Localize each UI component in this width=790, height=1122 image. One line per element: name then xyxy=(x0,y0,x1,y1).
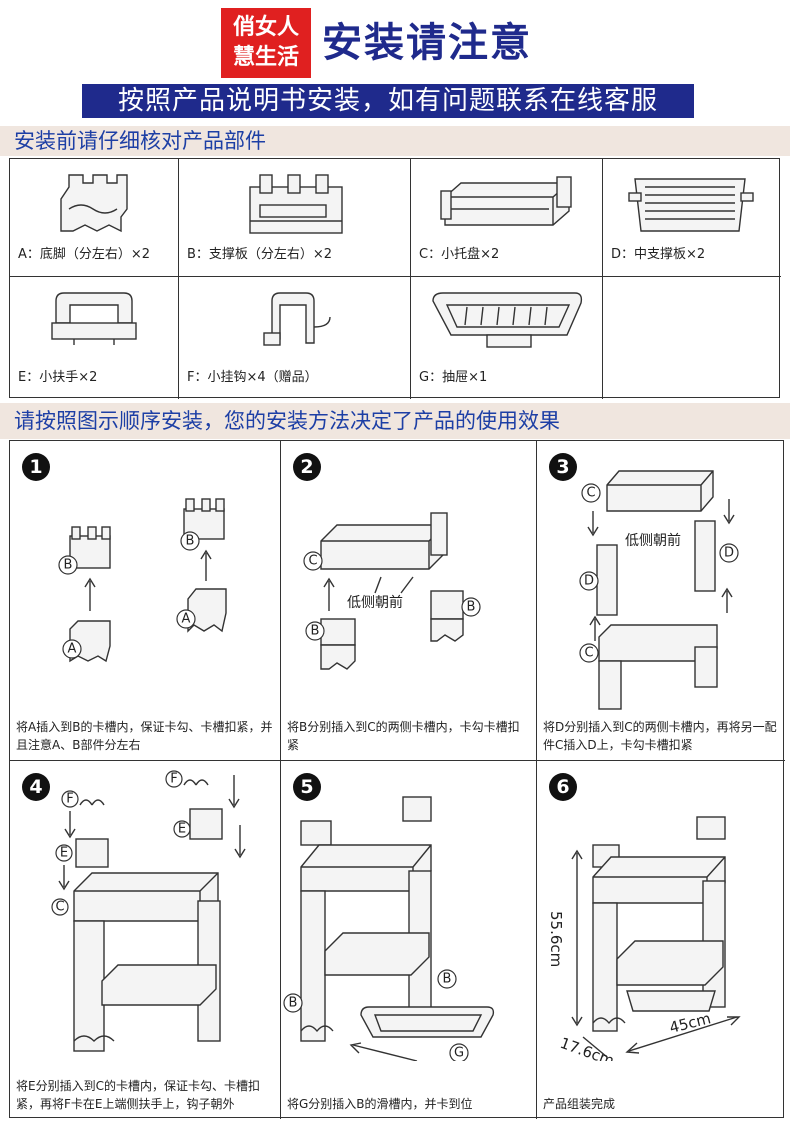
part-f: F：小挂钩×4（赠品） xyxy=(179,277,411,399)
step-6-number: 6 xyxy=(549,773,577,801)
step-4-label-f1: F xyxy=(66,792,73,807)
part-a-icon xyxy=(60,174,128,233)
instruction-banner: 按照产品说明书安装，如有问题联系在线客服 xyxy=(82,84,694,118)
step-3-label-d1: D xyxy=(584,574,594,589)
part-d-label: D：中支撑板×2 xyxy=(611,247,706,262)
step-1-label-b1: B xyxy=(64,558,73,573)
part-b-label: B：支撑板（分左右）×2 xyxy=(187,247,333,262)
step-2-label-c: C xyxy=(308,554,317,569)
step-6-dim-width: 45cm xyxy=(668,1009,713,1037)
brand-line-1: 俏女人 xyxy=(232,15,299,40)
part-f-label: F：小挂钩×4（赠品） xyxy=(187,370,318,385)
step-3-description: 将D分别插入到C的两侧卡槽内，再将另一配件C插入D上，卡勾卡槽扣紧 xyxy=(543,720,777,752)
step-5-description: 将G分别插入B的滑槽内，并卡到位 xyxy=(287,1097,473,1111)
step-2-label-b2: B xyxy=(467,600,476,615)
step-6-description: 产品组装完成 xyxy=(543,1097,616,1111)
part-e-label: E：小扶手×2 xyxy=(18,370,98,385)
step-5-label-b2: B xyxy=(443,972,452,987)
step-6-dim-depth: 17.6cm xyxy=(558,1034,617,1061)
part-g-icon xyxy=(431,292,582,348)
part-e-icon xyxy=(51,292,137,345)
part-g-label: G：抽屉×1 xyxy=(419,370,488,385)
part-d-icon xyxy=(628,178,754,232)
step-5-label-g: G xyxy=(454,1046,464,1061)
step-1-label-b2: B xyxy=(186,534,195,549)
step-2-label-b1: B xyxy=(311,624,320,639)
step-1-number: 1 xyxy=(22,453,50,481)
page-title: 安装请注意 xyxy=(322,20,532,66)
step-4-label-c: C xyxy=(55,900,64,915)
step-2-note: 低侧朝前 xyxy=(347,594,403,611)
step-6-dim-height: 55.6cm xyxy=(547,911,565,967)
part-c-icon xyxy=(439,176,572,226)
step-4-label-e2: E xyxy=(178,822,186,837)
step-2-illustration: C 低侧朝前 B B xyxy=(303,512,481,670)
step-5-illustration: B B G xyxy=(283,796,495,1061)
step-3: 3 C 低侧朝前 D D C 将D分别插入到C xyxy=(537,441,785,761)
part-e: E：小扶手×2 xyxy=(10,277,179,399)
step-2: 2 C 低侧朝前 B B 将B分别插入到C的两侧卡槽内，卡勾卡槽扣紧 xyxy=(281,441,537,761)
part-d: D：中支撑板×2 xyxy=(603,159,781,277)
steps-grid: 1 B A B A xyxy=(9,440,785,1119)
header: 俏女人 慧生活 安装请注意 按照产品说明书安装，如有问题联系在线客服 xyxy=(0,0,790,120)
step-3-number: 3 xyxy=(549,453,577,481)
part-c: C：小托盘×2 xyxy=(411,159,603,277)
step-6: 6 55.6cm 17.6cm 45cm 产品组装完成 xyxy=(537,761,785,1119)
part-a: A：底脚（分左右）×2 xyxy=(10,159,179,277)
part-b: B：支撑板（分左右）×2 xyxy=(179,159,411,277)
parts-grid: A：底脚（分左右）×2 B：支撑板（分左右）×2 C：小托盘×2 D： xyxy=(9,158,781,399)
part-f-icon xyxy=(262,292,331,346)
step-1-illustration: B A B A xyxy=(58,498,227,663)
part-g: G：抽屉×1 xyxy=(411,277,603,399)
step-2-description: 将B分别插入到C的两侧卡槽内，卡勾卡槽扣紧 xyxy=(287,720,520,752)
step-4-label-e1: E xyxy=(60,846,68,861)
part-c-label: C：小托盘×2 xyxy=(419,247,500,262)
step-1: 1 B A B A xyxy=(10,441,281,761)
steps-section-title: 请按照图示顺序安装，您的安装方法决定了产品的使用效果 xyxy=(0,403,790,439)
step-5-number: 5 xyxy=(293,773,321,801)
brand-line-2: 慧生活 xyxy=(232,45,299,70)
step-5-label-b1: B xyxy=(289,996,298,1011)
step-5: 5 B B G 将G分别插入B的滑槽内，并卡到位 xyxy=(281,761,537,1119)
step-4-description: 将E分别插入到C的卡槽内，保证卡勾、卡槽扣紧，再将F卡在E上端侧扶手上，钩子朝外 xyxy=(16,1079,260,1111)
part-empty xyxy=(603,277,781,399)
step-4: 4 F E C F E xyxy=(10,761,281,1119)
step-1-label-a1: A xyxy=(68,642,77,657)
part-a-label: A：底脚（分左右）×2 xyxy=(18,247,151,262)
step-1-label-a2: A xyxy=(182,612,191,627)
step-4-number: 4 xyxy=(22,773,50,801)
step-6-illustration: 55.6cm 17.6cm 45cm xyxy=(547,816,741,1061)
step-4-label-f2: F xyxy=(170,772,177,787)
step-3-label-c2: C xyxy=(584,646,593,661)
step-1-description: 将A插入到B的卡槽内，保证卡勾、卡槽扣紧，并且注意A、B部件分左右 xyxy=(16,720,273,752)
step-4-illustration: F E C F E xyxy=(51,770,246,1052)
part-b-icon xyxy=(248,174,343,234)
step-3-label-d2: D xyxy=(724,546,734,561)
step-2-number: 2 xyxy=(293,453,321,481)
step-3-note: 低侧朝前 xyxy=(625,532,681,549)
step-3-label-c1: C xyxy=(586,486,595,501)
brand-logo: 俏女人 慧生活 xyxy=(221,8,311,78)
parts-section-title: 安装前请仔细核对产品部件 xyxy=(0,126,790,156)
step-3-illustration: C 低侧朝前 D D C xyxy=(579,470,739,710)
